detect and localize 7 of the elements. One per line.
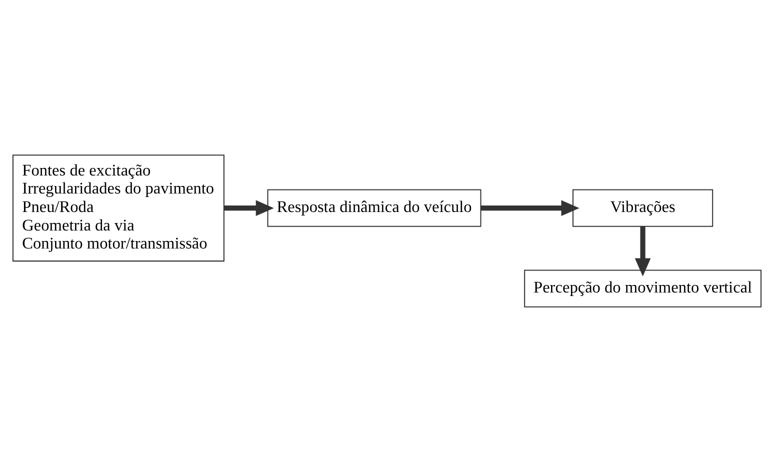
node-box: Resposta dinâmica do veículo bbox=[267, 189, 482, 227]
node-box: Fontes de excitação Irregularidades do pavimento Pneu/Roda Geometria da via Conjunto motor/transmissão bbox=[12, 154, 224, 262]
node-box: Vibrações bbox=[572, 189, 714, 227]
node-box: Percepção do movimento vertical bbox=[524, 270, 762, 308]
arrow bbox=[224, 200, 274, 216]
arrow bbox=[634, 226, 651, 276]
arrow bbox=[481, 200, 580, 216]
